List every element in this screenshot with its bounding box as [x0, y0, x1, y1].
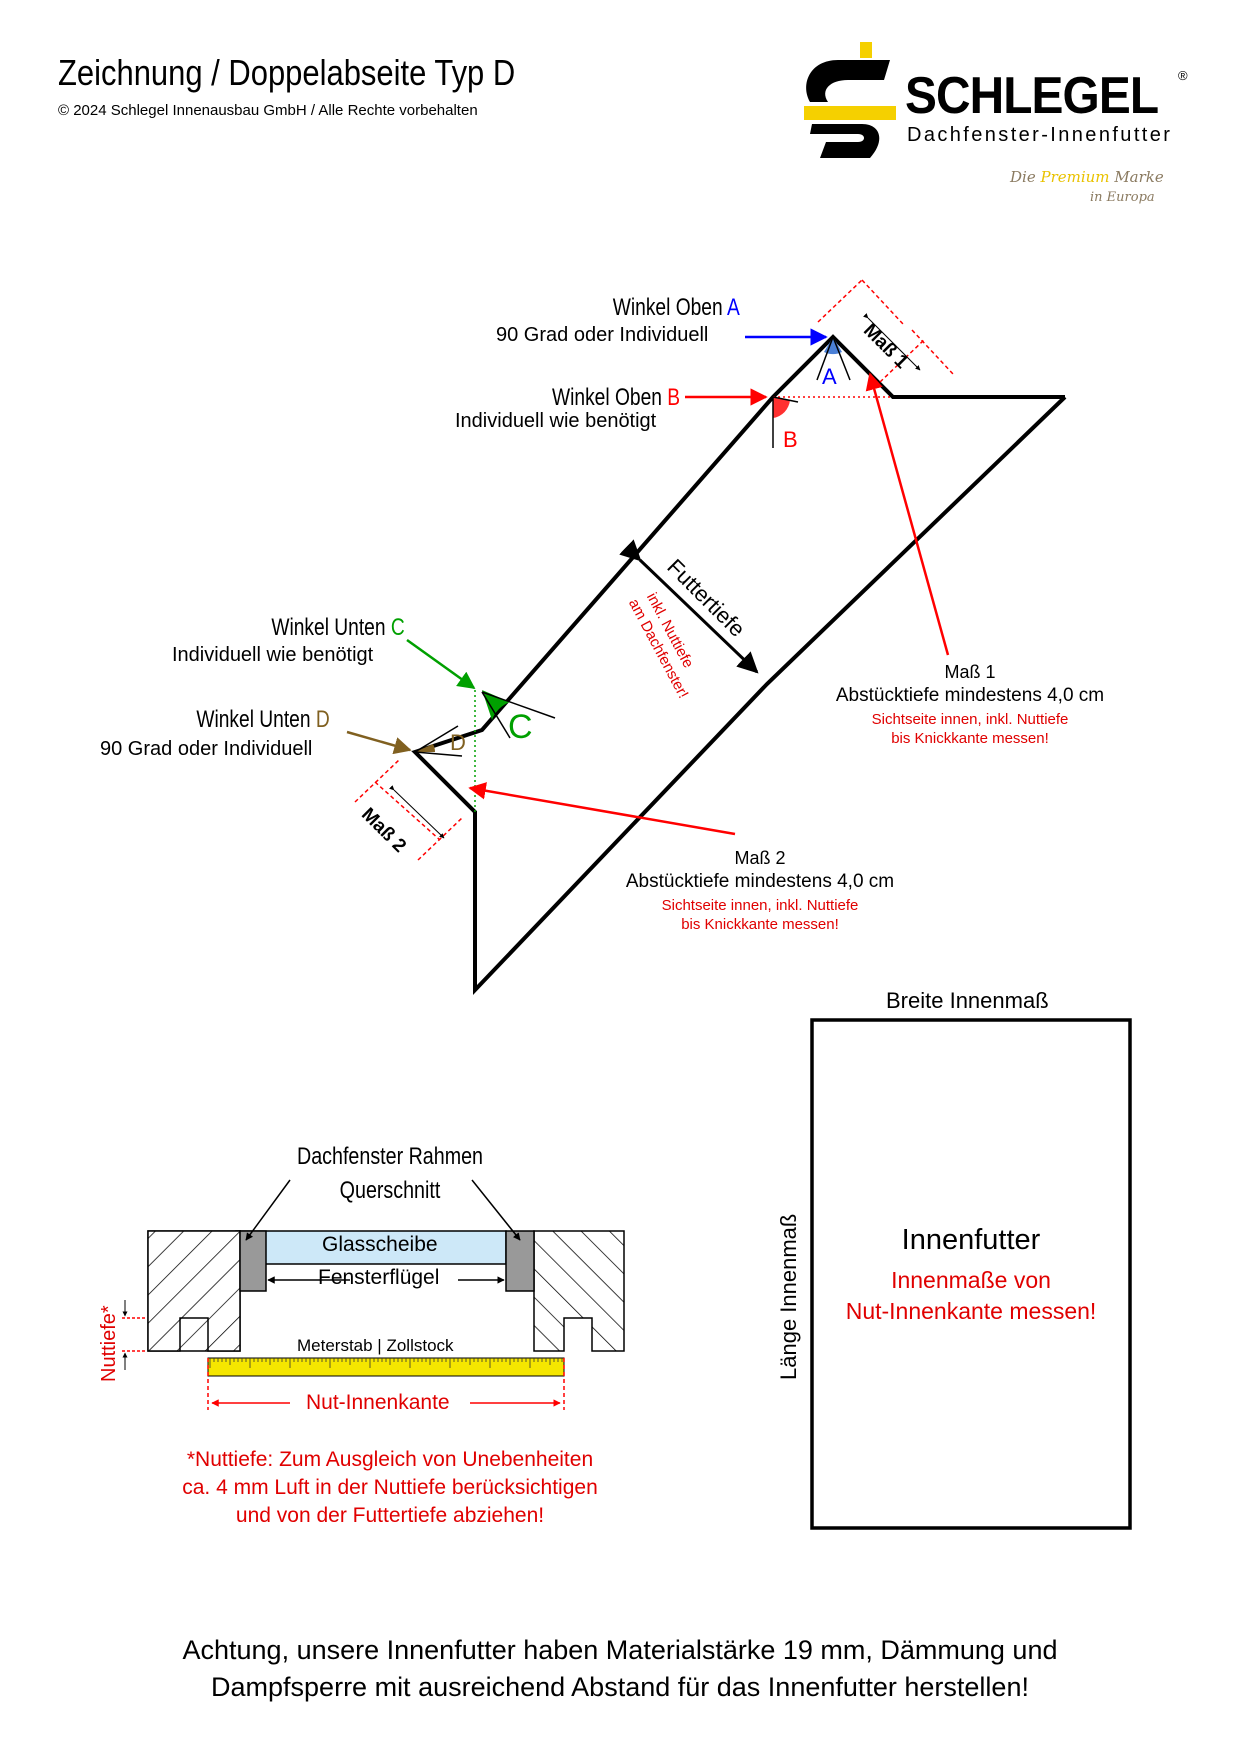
angle-d-arc-icon: [415, 744, 435, 752]
mass2-block: Maß 2 Abstücktiefe mindestens 4,0 cm Sic…: [610, 848, 910, 933]
mass1-leader: [865, 372, 950, 656]
footer-line-2: Dampfsperre mit ausreichend Abstand für …: [211, 1672, 1029, 1702]
brand-tagline: Die Premium Marke: [1010, 168, 1164, 186]
cross-section-title-1: Dachfenster Rahmen: [297, 1143, 483, 1170]
tagline-line2: in Europa: [1090, 190, 1155, 205]
angle-c-desc: Individuell wie benötigt: [172, 644, 374, 666]
nuttiefe-note-2: ca. 4 mm Luft in der Nuttiefe berücksich…: [182, 1476, 598, 1499]
nuttiefe-note-1: *Nuttiefe: Zum Ausgleich von Unebenheite…: [186, 1448, 594, 1471]
sash-label: Fensterflügel: [318, 1266, 440, 1289]
angle-c-leader: [406, 638, 476, 690]
schlegel-logo-icon: [804, 42, 896, 158]
innenfutter-text: Innenfutter Innenmaße von Nut-Innenkante…: [812, 1224, 1130, 1325]
footer-note: Achtung, unsere Innenfutter haben Materi…: [0, 1632, 1240, 1706]
mass2-leader: [468, 782, 736, 836]
length-label: Länge Innenmaß: [776, 1213, 801, 1380]
brand-name: SCHLEGEL: [905, 67, 1159, 125]
angle-b-letter: B: [667, 384, 680, 411]
futtertiefe-arrow: [619, 539, 759, 674]
angle-b-desc: Individuell wie benötigt: [455, 410, 657, 432]
angle-c-arc-icon: [482, 690, 510, 720]
tagline-premium: Premium: [1040, 168, 1110, 186]
angle-c-title: Winkel Unten C: [272, 614, 405, 642]
page-title: Zeichnung / Doppelabseite Typ D: [58, 52, 516, 93]
cross-section-title: Dachfenster Rahmen Querschnitt: [283, 1140, 496, 1208]
mass1-title: Maß 1: [944, 662, 996, 682]
tagline-post: Marke: [1114, 168, 1164, 186]
angle-a-letter: A: [727, 294, 740, 321]
angle-a-marker-letter: A: [822, 364, 837, 389]
mass2-desc: Abstücktiefe mindestens 4,0 cm: [625, 871, 895, 892]
nuttiefe-label: Nuttiefe*: [98, 1305, 120, 1382]
angle-d-title: Winkel Unten D: [197, 706, 330, 734]
angle-d-marker-letter: D: [450, 730, 466, 755]
angle-a-title: Winkel Oben A: [613, 294, 740, 322]
ruler-label: Meterstab | Zollstock: [297, 1336, 454, 1355]
innenfutter-note-2: Nut-Innenkante messen!: [845, 1298, 1097, 1324]
footer-line-1: Achtung, unsere Innenfutter haben Materi…: [182, 1635, 1058, 1665]
tagline-pre: Die: [1010, 168, 1036, 186]
angle-d-desc: 90 Grad oder Individuell: [100, 738, 313, 760]
angle-b-title: Winkel Oben B: [552, 384, 680, 412]
brand-subtitle: Dachfenster-Innenfutter: [907, 124, 1173, 146]
innenfutter-rectangle: [810, 1018, 1132, 1530]
mass1-block: Maß 1 Abstücktiefe mindestens 4,0 cm Sic…: [820, 662, 1120, 747]
angle-d-title-text: Winkel Unten: [196, 706, 311, 733]
glass-label: Glasscheibe: [322, 1233, 438, 1256]
angle-c-letter: C: [391, 614, 405, 641]
nuttiefe-note-3: und von der Futtertiefe abziehen!: [235, 1504, 545, 1527]
profile-outline: [411, 334, 1067, 995]
mass1-note1: Sichtseite innen, inkl. Nuttiefe: [871, 711, 1069, 728]
registered-mark: ®: [1178, 68, 1188, 83]
angle-b-title-text: Winkel Oben: [551, 384, 662, 411]
width-label: Breite Innenmaß: [886, 988, 1049, 1013]
ruler-ticks: [209, 1358, 563, 1368]
mass2-title: Maß 2: [734, 848, 786, 868]
nut-innenkante-label: Nut-Innenkante: [306, 1391, 450, 1414]
angle-b-arc-icon: [773, 397, 790, 418]
angle-d-leader: [346, 730, 412, 755]
nuttiefe-note: *Nuttiefe: Zum Ausgleich von Unebenheite…: [120, 1446, 660, 1530]
angle-c-title-text: Winkel Unten: [271, 614, 386, 641]
angle-b-marker-letter: B: [783, 427, 798, 452]
innenfutter-title: Innenfutter: [901, 1224, 1041, 1256]
angle-c-marker-letter: C: [508, 708, 533, 746]
innenfutter-note-1: Innenmaße von: [891, 1267, 1051, 1293]
angle-d-letter: D: [316, 706, 330, 733]
mass1-note2: bis Knickkante messen!: [891, 730, 1049, 747]
copyright-notice: © 2024 Schlegel Innenausbau GmbH / Alle …: [58, 102, 478, 119]
cross-section-title-2: Querschnitt: [339, 1177, 441, 1204]
angle-a-desc: 90 Grad oder Individuell: [496, 324, 709, 346]
mass2-note2: bis Knickkante messen!: [681, 916, 839, 933]
mass2-note1: Sichtseite innen, inkl. Nuttiefe: [661, 897, 859, 914]
cross-section: [122, 1179, 625, 1410]
angle-a-title-text: Winkel Oben: [613, 294, 723, 321]
mass1-desc: Abstücktiefe mindestens 4,0 cm: [835, 685, 1105, 706]
